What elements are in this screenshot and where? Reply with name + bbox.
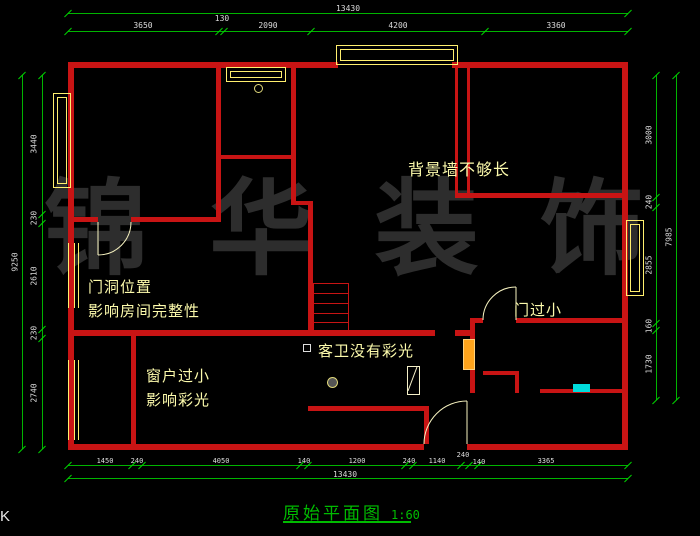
watermark-char: 华 xyxy=(209,172,314,288)
wall-right xyxy=(622,68,628,450)
dim-label: 240 xyxy=(130,457,144,465)
wall-interior xyxy=(455,330,470,336)
wall-interior xyxy=(74,217,98,222)
dim-line-top-overall xyxy=(68,13,628,14)
dim-label: 1730 xyxy=(644,354,654,374)
window-top-left xyxy=(226,67,286,82)
wall-feature-b xyxy=(467,68,470,195)
dim-label: 140 xyxy=(297,457,311,465)
dim-label: 4200 xyxy=(388,21,408,30)
dim-label: 3650 xyxy=(133,21,153,30)
wall-interior xyxy=(291,201,313,205)
wall-interior xyxy=(515,371,519,393)
dim-label: 2610 xyxy=(29,266,39,286)
dim-label: 2090 xyxy=(258,21,278,30)
annotation-bg-wall: 背景墙不够长 xyxy=(408,162,511,179)
window-left-middle xyxy=(68,243,79,308)
wall-interior xyxy=(308,406,429,411)
dim-line-right-overall xyxy=(676,75,677,400)
dim-label: 140 xyxy=(472,458,486,466)
dim-label: 1450 xyxy=(96,457,114,465)
fixture-cyan xyxy=(573,384,590,392)
symbol-circle xyxy=(254,84,263,93)
wall-bottom-right xyxy=(467,444,628,450)
window-left-bottom xyxy=(68,360,79,440)
dim-label: 130 xyxy=(214,14,230,23)
wall-interior xyxy=(221,155,291,159)
wall-interior xyxy=(291,68,296,205)
dim-label: 1200 xyxy=(348,457,366,465)
wall-interior xyxy=(74,330,314,336)
dim-label: 3365 xyxy=(537,457,555,465)
wall-interior xyxy=(131,217,219,222)
dim-label: 240 xyxy=(644,194,654,210)
staircase xyxy=(313,283,349,333)
annotation-bath-no-light: 客卫没有彩光 xyxy=(318,343,415,360)
title-underline xyxy=(283,521,411,523)
dim-label: 2855 xyxy=(644,255,654,275)
floor-drain xyxy=(327,377,338,388)
dim-label: 3000 xyxy=(644,125,654,145)
wall-bottom-left xyxy=(68,444,424,450)
annotation-window-small-line2: 影响彩光 xyxy=(146,392,211,409)
dim-line-top-segments xyxy=(68,31,628,32)
wall-interior xyxy=(313,330,435,336)
annotation-window-small-line1: 窗户过小 xyxy=(146,368,211,385)
duct-shaft xyxy=(407,366,420,395)
dim-label: 230 xyxy=(29,325,39,341)
wall-interior xyxy=(216,68,221,222)
wall-interior xyxy=(424,408,429,444)
door-leaf-orange xyxy=(463,339,475,370)
bay-window-top xyxy=(336,45,458,65)
symbol-square xyxy=(303,344,311,352)
wall-interior xyxy=(483,371,518,375)
dim-line-bottom-overall xyxy=(68,478,628,479)
dim-label: 3440 xyxy=(29,134,39,154)
dim-line-right-segments xyxy=(656,75,657,400)
wall-top-left xyxy=(68,62,338,68)
wall-top-right xyxy=(452,62,628,68)
bay-window-left xyxy=(53,93,71,188)
dim-line-left-segments xyxy=(42,75,43,449)
annotation-door-pos-line2: 影响房间完整性 xyxy=(88,303,201,320)
dim-label: 4050 xyxy=(212,457,230,465)
wall-interior xyxy=(131,336,136,444)
watermark-char: 锦 xyxy=(44,172,149,288)
wall-interior xyxy=(455,193,628,198)
dim-label-top-overall: 13430 xyxy=(335,4,361,13)
bay-window-right xyxy=(626,220,644,296)
dim-label: 3360 xyxy=(546,21,566,30)
wall-left xyxy=(68,68,74,450)
dim-label: 240 xyxy=(402,457,416,465)
dim-label: 240 xyxy=(456,451,470,459)
dim-label: 1140 xyxy=(428,457,446,465)
drawing-title: 原始平面图 1:60 xyxy=(283,499,420,524)
dim-label: 230 xyxy=(29,210,39,226)
annotation-door-small: 门过小 xyxy=(514,302,563,319)
drawing-title-text: 原始平面图 xyxy=(283,504,383,523)
dim-label-left-overall: 9250 xyxy=(10,252,20,272)
wall-feature-a xyxy=(455,68,458,195)
dim-label-bottom-overall: 13430 xyxy=(332,470,358,479)
wall-interior xyxy=(308,201,313,332)
dim-line-left-overall xyxy=(22,75,23,449)
drawing-scale: 1:60 xyxy=(391,508,420,522)
dim-label: 2740 xyxy=(29,383,39,403)
corner-label: K xyxy=(0,508,11,525)
annotation-door-pos-line1: 门洞位置 xyxy=(88,279,153,296)
wall-interior xyxy=(516,318,628,323)
dim-label-right-overall: 7985 xyxy=(664,227,674,247)
wall-interior xyxy=(470,318,483,323)
dim-line-bottom-segments xyxy=(68,465,628,466)
